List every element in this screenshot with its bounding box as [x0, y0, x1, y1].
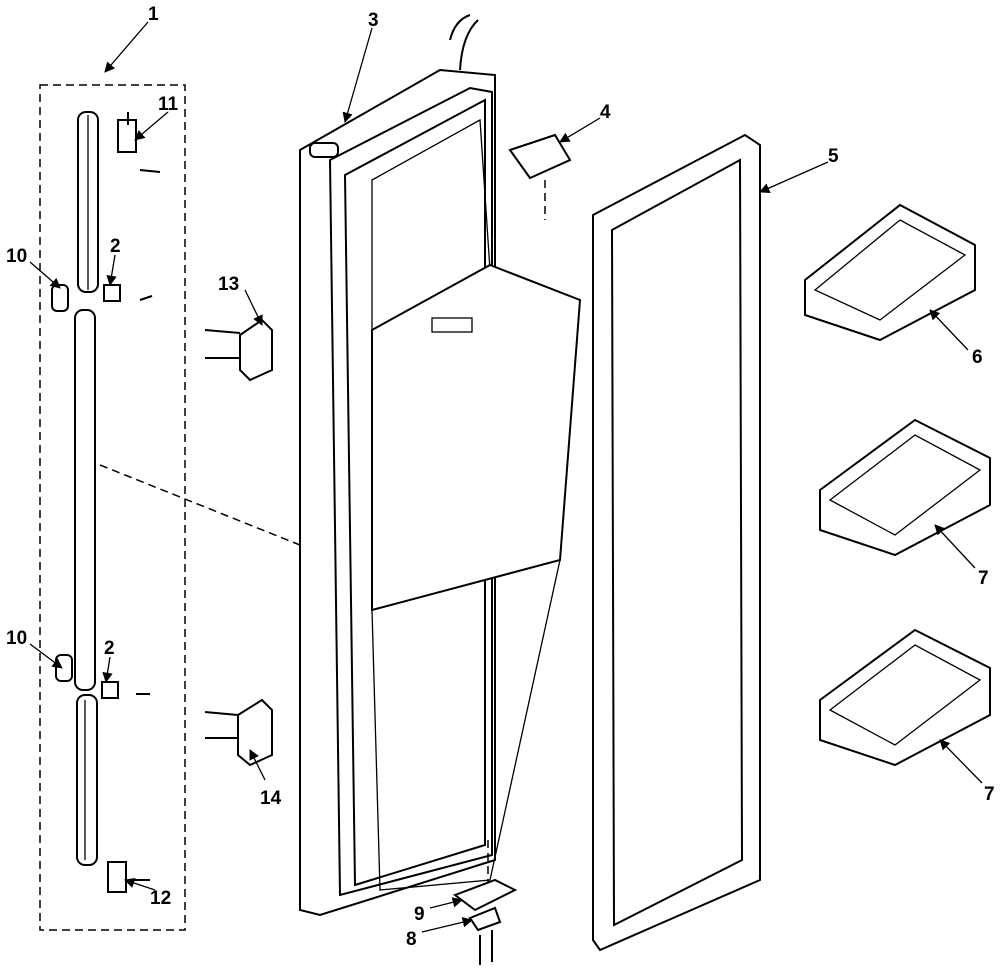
callout-2-bottom: 2 [104, 638, 115, 659]
door-panel [299, 14, 582, 917]
hinge-brackets [204, 318, 273, 767]
handle-rod [74, 111, 99, 866]
dispenser-cover [508, 133, 572, 180]
callout-8: 8 [406, 929, 417, 950]
leader-arrows [29, 21, 983, 933]
callout-10-top: 10 [6, 246, 27, 267]
callout-10-bottom: 10 [6, 628, 27, 649]
bottom-hinge [452, 878, 518, 965]
callout-1: 1 [148, 4, 159, 25]
callout-4: 4 [600, 102, 611, 123]
callout-6: 6 [972, 347, 983, 368]
callout-9: 9 [414, 904, 425, 925]
callout-3: 3 [368, 10, 379, 31]
callout-13: 13 [218, 274, 239, 295]
callout-12: 12 [150, 888, 171, 909]
assembly-leader [99, 464, 301, 546]
callout-7-mid: 7 [978, 568, 989, 589]
handle-assembly-box [39, 84, 186, 931]
handle-caps [51, 112, 161, 893]
door-bins [804, 203, 991, 767]
callout-2-top: 2 [110, 236, 121, 257]
callout-5: 5 [828, 146, 839, 167]
callout-7-bottom: 7 [984, 784, 995, 805]
callout-11: 11 [158, 94, 179, 115]
callout-14: 14 [260, 788, 282, 809]
door-gasket [592, 133, 761, 952]
